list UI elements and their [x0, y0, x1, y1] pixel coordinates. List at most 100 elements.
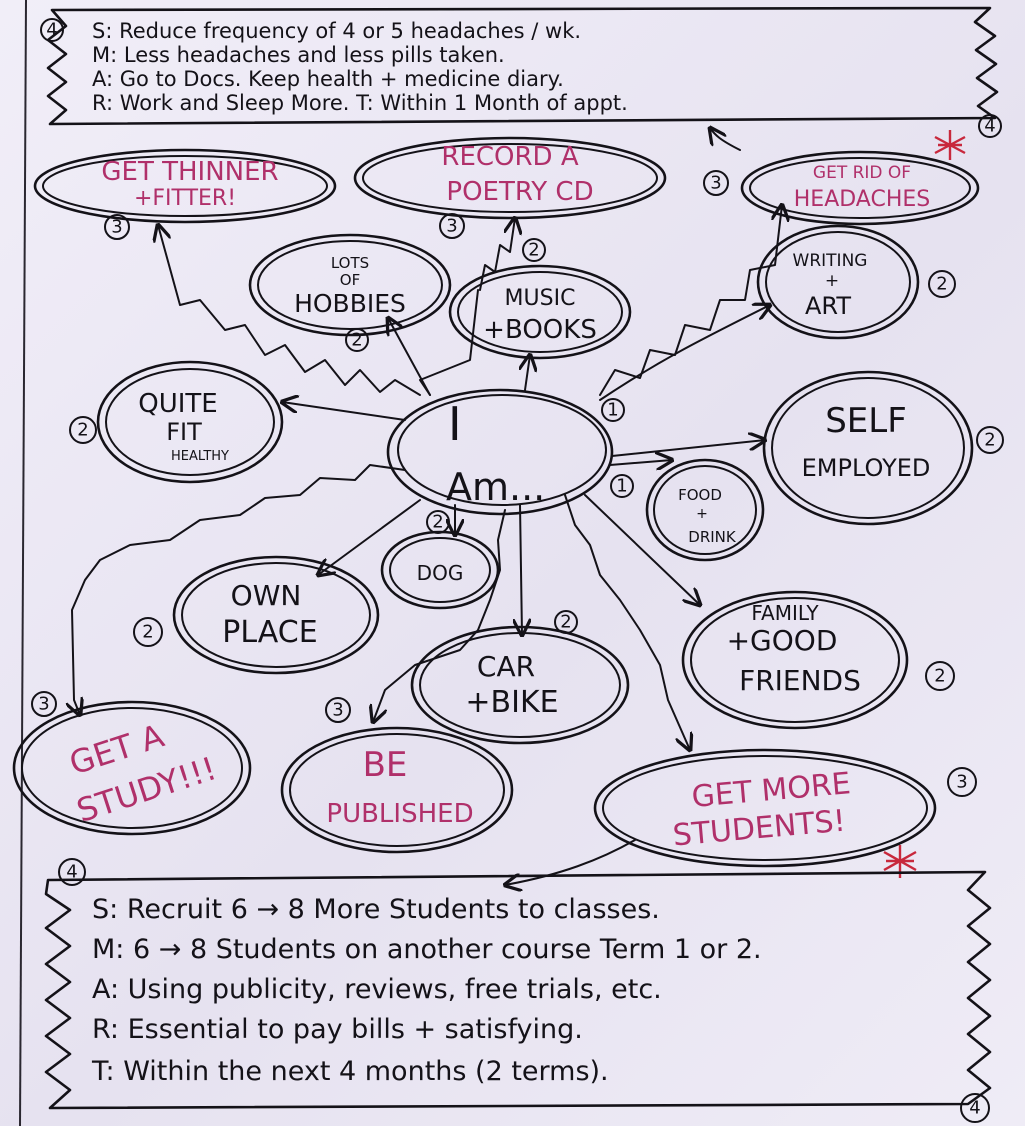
top-goal-badge-left-text: 4: [46, 20, 57, 41]
headaches-line1: GET RID OF: [813, 163, 911, 183]
published-badge: 3: [332, 700, 343, 721]
link-thinner: [158, 225, 421, 396]
center-label-line1: I: [448, 397, 462, 451]
margin-line: [19, 0, 27, 1126]
bottom-goal-line-a: A: Using publicity, reviews, free trials…: [92, 974, 662, 1005]
top-goal-line-s: S: Reduce frequency of 4 or 5 headaches …: [92, 19, 581, 43]
link-center-music: [525, 355, 530, 391]
link-headaches: [599, 205, 782, 396]
top-goal-badge-right-text: 4: [984, 116, 995, 137]
dog-label: DOG: [417, 561, 464, 585]
hobbies-line2: OF: [340, 271, 360, 289]
published-line2: PUBLISHED: [326, 799, 473, 829]
node-family: FAMILY +GOOD FRIENDS 2: [681, 590, 955, 730]
thinner-badge: 3: [111, 217, 122, 238]
node-dog: DOG 2: [380, 510, 500, 610]
link-study: [72, 464, 406, 715]
goal-poetry: RECORD A POETRY CD 3: [353, 136, 667, 239]
goal-students: GET MORE STUDENTS! 3: [593, 748, 977, 868]
food-badge: 1: [616, 476, 627, 497]
self-line1: SELF: [825, 401, 907, 441]
poetry-badge: 3: [446, 216, 457, 237]
link-students: [564, 494, 690, 750]
place-badge: 2: [142, 622, 153, 643]
food-line1: FOOD: [678, 486, 722, 504]
fit-line2: FIT: [166, 418, 202, 446]
node-writing: WRITING + ART 2: [756, 224, 956, 340]
link-poetry-base: [419, 289, 479, 396]
center-label-line2: Am...: [446, 465, 545, 509]
fit-badge: 2: [77, 420, 88, 441]
link-center-self: [611, 440, 765, 457]
star-icon: [883, 845, 917, 878]
music-badge: 2: [528, 240, 539, 261]
dog-badge: 2: [432, 512, 443, 533]
headaches-line2: HEADACHES: [794, 187, 930, 212]
family-badge: 2: [934, 666, 945, 687]
link-students-goal: [505, 839, 636, 885]
node-self-employed: SELF EMPLOYED 2: [762, 370, 1004, 526]
thinner-line2: +FITTER!: [134, 186, 236, 211]
top-goal-line-r: R: Work and Sleep More. T: Within 1 Mont…: [92, 91, 628, 115]
center-node: I Am... 1: [386, 388, 625, 516]
writing-line1: WRITING: [793, 251, 868, 271]
link-center-writing: [599, 305, 770, 401]
star-icon: [934, 130, 966, 160]
thinner-line1: GET THINNER: [101, 157, 278, 187]
center-badge: 1: [607, 400, 618, 421]
fit-line3: HEALTHY: [171, 449, 229, 464]
node-hobbies: LOTS OF HOBBIES 2: [248, 233, 452, 352]
link-center-car: [520, 504, 522, 635]
bottom-goal-line-t: T: Within the next 4 months (2 terms).: [91, 1056, 609, 1087]
poetry-line2: POETRY CD: [446, 177, 593, 207]
hobbies-line1: LOTS: [331, 254, 369, 272]
top-goal-line-a: A: Go to Docs. Keep health + medicine di…: [92, 67, 564, 91]
poetry-line1: RECORD A: [441, 142, 578, 172]
car-line1: CAR: [477, 650, 535, 683]
family-line3: FRIENDS: [739, 664, 861, 697]
bottom-goal-line-m: M: 6 → 8 Students on another course Term…: [92, 934, 762, 965]
connectors: [72, 128, 782, 885]
students-badge: 3: [956, 772, 967, 793]
node-car-bike: CAR +BIKE 2: [410, 610, 630, 745]
writing-badge: 2: [936, 274, 947, 295]
family-line2: +GOOD: [727, 624, 838, 657]
self-line2: EMPLOYED: [802, 454, 931, 482]
goal-headaches: GET RID OF HEADACHES 3: [703, 150, 980, 226]
music-line1: MUSIC: [505, 286, 576, 311]
bottom-goal-badge-bottom: 4: [969, 1098, 980, 1119]
link-center-family: [584, 494, 700, 605]
study-badge: 3: [38, 694, 49, 715]
fit-line1: QUITE: [138, 389, 217, 419]
bottom-goal-badge-top: 4: [66, 862, 77, 883]
self-badge: 2: [984, 430, 995, 451]
link-center-place: [318, 499, 421, 575]
goal-published: BE PUBLISHED 3: [280, 697, 514, 854]
food-line3: DRINK: [688, 528, 737, 546]
published-line1: BE: [363, 745, 408, 785]
bottom-goal-line-r: R: Essential to pay bills + satisfying.: [92, 1014, 583, 1045]
headaches-badge: 3: [710, 173, 721, 194]
goal-study: GET A STUDY!!! 3: [12, 691, 252, 836]
hobbies-line3: HOBBIES: [294, 289, 406, 318]
top-goal-badge-left: [40, 18, 64, 42]
top-goal-badge-right: [978, 114, 1002, 138]
food-line2: +: [696, 506, 708, 522]
link-headaches-goal: [710, 128, 741, 151]
link-center-food: [609, 460, 672, 465]
music-line2: +BOOKS: [483, 315, 597, 345]
bottom-goal-line-s: S: Recruit 6 → 8 More Students to classe…: [92, 894, 660, 925]
bottom-smart-goal-box: 4 S: Recruit 6 → 8 More Students to clas…: [44, 858, 992, 1123]
writing-line3: ART: [805, 292, 851, 320]
node-fit: QUITE FIT HEALTHY 2: [69, 360, 284, 484]
hobbies-badge: 2: [351, 330, 362, 351]
top-smart-goal-box: 4 S: Reduce frequency of 4 or 5 headache…: [40, 6, 1002, 138]
link-published: [373, 509, 506, 722]
car-badge: 2: [560, 612, 571, 633]
goal-thinner: GET THINNER +FITTER! 3: [33, 148, 337, 240]
top-goal-line-m: M: Less headaches and less pills taken.: [92, 43, 505, 67]
writing-line2: +: [825, 271, 839, 291]
node-own-place: OWN PLACE 2: [133, 555, 380, 675]
